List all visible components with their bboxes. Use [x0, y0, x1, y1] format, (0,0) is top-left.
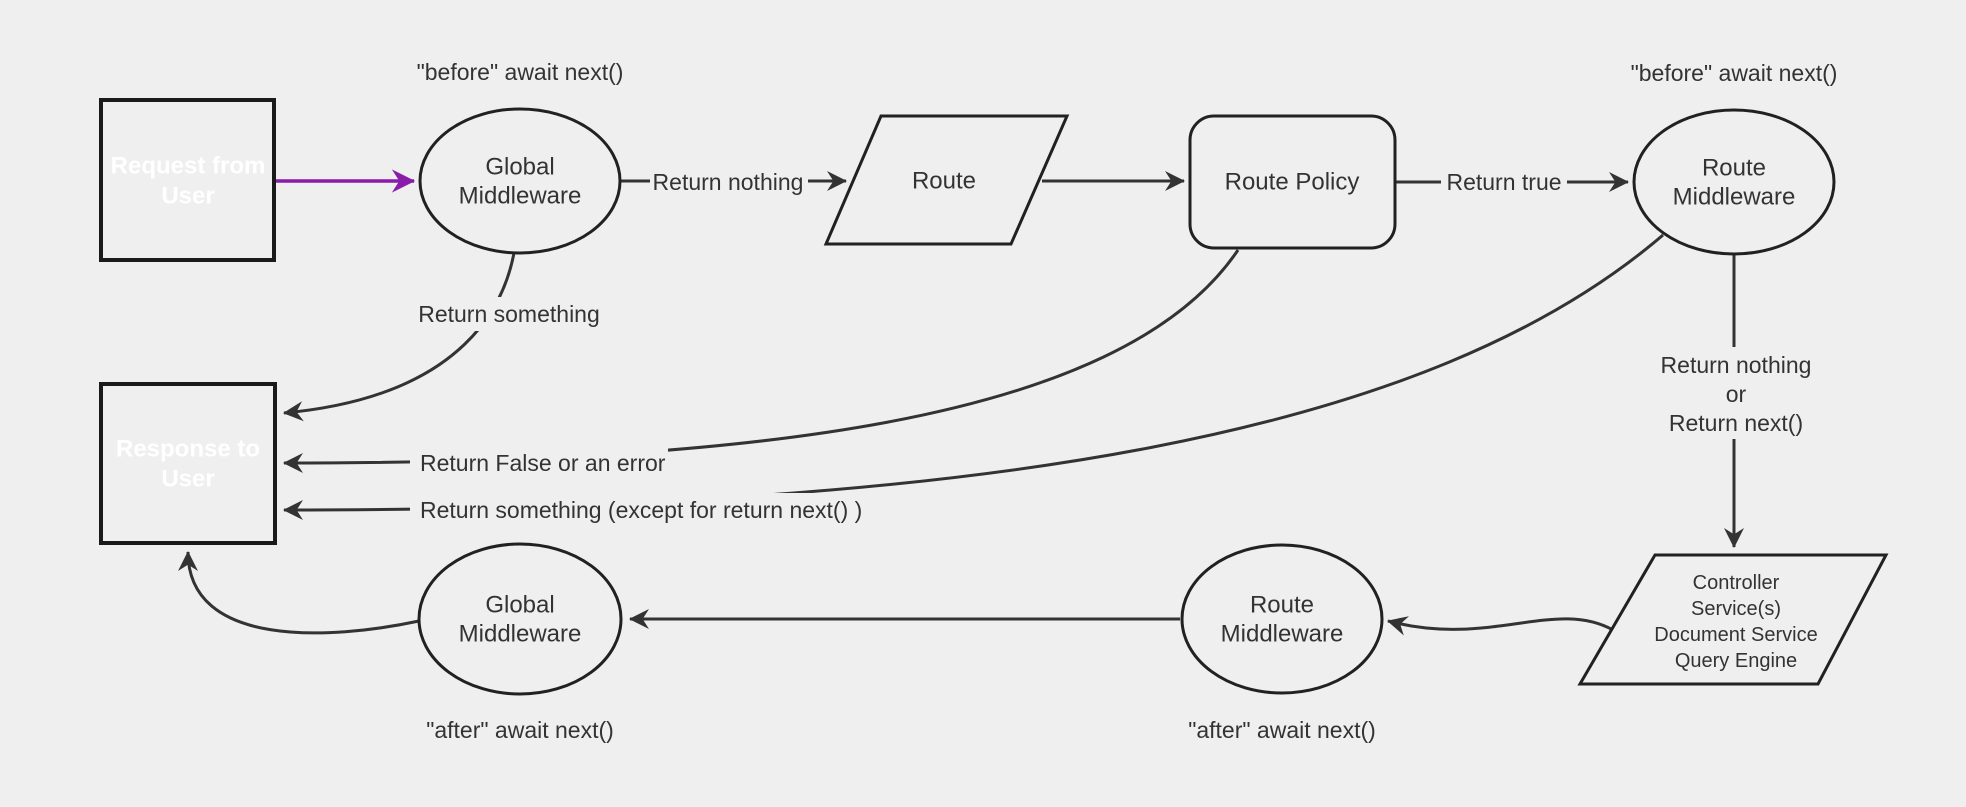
node-global-middleware-bottom-label-line1: Global: [485, 592, 554, 619]
label-mask: [412, 297, 608, 331]
label-mask: [650, 165, 808, 199]
edge-label-return-something-except: Return something (except for return next…: [420, 497, 862, 523]
node-controller-label-line3: Document Service: [1654, 624, 1817, 646]
label-mask: [1650, 347, 1820, 439]
node-controller-label-line4: Query Engine: [1675, 650, 1797, 672]
edge-label-return-false-or-error: Return False or an error: [420, 450, 666, 476]
edge-label-return-nothing-or-line3: Return next(): [1669, 410, 1803, 436]
edge-global-middleware-bottom-to-response: [178, 551, 420, 635]
node-request-from-user: [99, 98, 276, 262]
label-mask: [410, 493, 862, 527]
node-controller-services: [1577, 553, 1889, 686]
annotation-before-await-next-left: "before" await next(): [417, 59, 624, 85]
node-global-middleware-bottom: [417, 542, 623, 696]
node-route: [823, 114, 1070, 246]
node-response-label-line2: User: [161, 466, 214, 493]
node-response-to-user: [99, 382, 277, 545]
node-controller-label-line2: Service(s): [1691, 598, 1781, 620]
node-route-middleware-bottom-label-line1: Route: [1250, 592, 1314, 619]
node-route-middleware-bottom: [1180, 543, 1384, 695]
label-mask: [410, 446, 668, 480]
edge-global-middleware-return-something-to-response: [283, 252, 516, 422]
label-mask: [1441, 165, 1567, 199]
node-global-middleware-top-label-line2: Middleware: [459, 183, 582, 210]
node-global-middleware-top: [418, 107, 622, 255]
node-route-middleware-top: [1632, 108, 1836, 256]
edge-label-return-nothing: Return nothing: [653, 169, 804, 195]
node-route-policy-label: Route Policy: [1225, 169, 1360, 196]
edge-label-return-something: Return something: [418, 301, 600, 327]
node-request-label-line2: User: [161, 183, 214, 210]
edge-route-policy-return-false-to-response: [283, 249, 1240, 473]
annotation-before-await-next-right: "before" await next(): [1631, 60, 1838, 86]
node-route-policy: [1188, 114, 1397, 250]
node-global-middleware-bottom-label-line2: Middleware: [459, 621, 582, 648]
edge-label-return-nothing-or-line1: Return nothing: [1661, 352, 1812, 378]
annotation-after-await-next-left: "after" await next(): [426, 717, 614, 743]
edge-label-return-nothing-or-line2: or: [1726, 381, 1747, 407]
node-controller-label-line1: Controller: [1693, 572, 1780, 594]
node-response-label-line1: Response to: [116, 436, 260, 463]
node-global-middleware-top-label-line1: Global: [485, 154, 554, 181]
edge-label-return-true: Return true: [1446, 169, 1561, 195]
node-route-middleware-bottom-label-line2: Middleware: [1221, 621, 1344, 648]
node-route-middleware-top-label-line1: Route: [1702, 155, 1766, 182]
node-request-label-line1: Request from: [111, 153, 266, 180]
node-route-middleware-top-label-line2: Middleware: [1673, 184, 1796, 211]
annotation-after-await-next-right: "after" await next(): [1188, 717, 1376, 743]
edge-controller-to-route-middleware-bottom: [1387, 616, 1614, 636]
node-route-label: Route: [912, 168, 976, 195]
